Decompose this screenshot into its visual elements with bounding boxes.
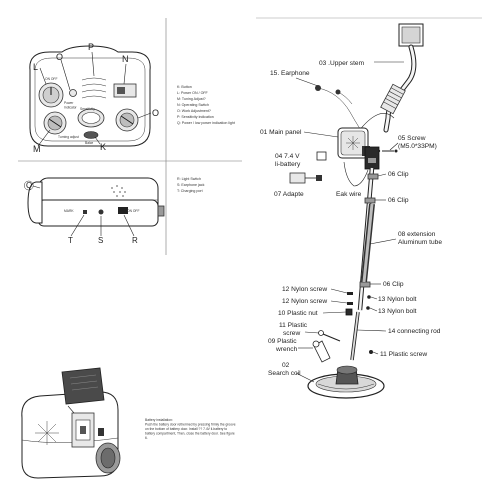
battery-door[interactable]: [61, 367, 105, 405]
legend-item: L: Power ON / OFF: [177, 91, 209, 95]
label-search-coil: Search coil: [268, 370, 301, 377]
arm-cuff: [398, 23, 424, 47]
letter-P: P: [88, 42, 94, 52]
work-adjustment-knob[interactable]: [115, 108, 139, 132]
turning-adjust-text: Turning adjust: [58, 135, 79, 139]
label-wrench-b: wrench: [275, 346, 298, 353]
legend-item: K: Button: [177, 85, 192, 89]
letter-S: S: [98, 236, 103, 245]
legend-item: Q: Power / low power indication light: [177, 121, 235, 125]
clip-low: [359, 281, 371, 288]
on-off-text: ON OFF: [45, 77, 57, 81]
nylon-screws: [347, 292, 371, 310]
speaker-grill: [81, 77, 107, 99]
legend-item: P: Sensitivity indication: [177, 115, 214, 119]
label-battery: 04 7.4 V: [275, 153, 300, 160]
label-connecting-rod: 14 connecting rod: [388, 328, 441, 335]
letter-R: R: [132, 236, 138, 245]
label-search-coil-num: 02: [282, 362, 290, 369]
legend-item: O: Work Adjustment?: [177, 109, 211, 113]
label-main-panel: 01 Main panel: [260, 129, 302, 136]
sensitivity-indicator: [77, 108, 105, 128]
charging-port[interactable]: [83, 210, 87, 214]
detector-parts: [289, 23, 424, 399]
label-plastic-screw-right: 11 Plastic screw: [380, 351, 427, 358]
power-indicator-light: [69, 89, 77, 97]
legend-item: M: Tuning Adjust?: [177, 97, 206, 101]
label-battery-2: li-battery: [275, 161, 301, 168]
letter-L: L: [33, 62, 38, 72]
label-nylon-bolt-2: 13 Nylon bolt: [378, 308, 417, 315]
li-battery: [316, 151, 327, 161]
label-plastic-screw-a: 11 Plastic: [279, 322, 308, 329]
adapter: [289, 172, 322, 184]
label-eak-wire: Eak wire: [336, 191, 362, 198]
label-nylon-screw-1: 12 Nylon screw: [282, 286, 327, 293]
handle-grip: [380, 83, 406, 115]
legend-item: R: Light Switch: [177, 177, 201, 181]
balance-text: Balce: [85, 141, 93, 145]
label-nylon-bolt-1: 13 Nylon bolt: [378, 296, 417, 303]
label-nylon-screw-2: 12 Nylon screw: [282, 298, 327, 305]
earphone-jack[interactable]: [98, 209, 104, 215]
connecting-rod: [350, 311, 360, 361]
battery-legend: R: Light Switch S: Earphone jack T: Char…: [177, 177, 205, 193]
search-coil: [307, 365, 385, 399]
screw-05: [377, 149, 398, 153]
light-switch[interactable]: [118, 207, 128, 214]
label-screw-05: 05 Screw: [398, 135, 426, 142]
panel-legend: K: Button L: Power ON / OFF M: Tuning Ad…: [177, 85, 235, 125]
on-off-switch-text: ON OFF: [127, 209, 139, 213]
battery-installation-figure: [21, 367, 121, 479]
mark-strip-text: MARK: [64, 209, 74, 213]
letter-O-top: O: [56, 52, 63, 62]
power-dial[interactable]: [38, 82, 64, 108]
part-labels: 03 .Upper stem 15. Earphone 01 Main pane…: [260, 60, 442, 383]
clip-mid: [364, 197, 376, 204]
plastic-screw-left: [318, 330, 341, 342]
installation-notes: Battery installation:Push the battery do…: [145, 418, 236, 440]
installation-text: Battery installation:Push the battery do…: [145, 418, 236, 440]
plastic-nut: [345, 308, 353, 316]
label-screw-05-spec: (M5.0*33PM): [398, 143, 437, 150]
letter-T: T: [68, 236, 73, 245]
label-earphone: 15. Earphone: [270, 70, 310, 77]
battery-box-figure: MARK ON OFF Q T S R: [23, 177, 165, 245]
legend-item: T: Charging port: [177, 189, 203, 193]
label-wrench-a: 09 Plastic: [268, 338, 297, 345]
label-clip-top: 06 Clip: [388, 171, 409, 178]
label-adapter: 07 Adapte: [274, 191, 304, 198]
label-plastic-nut: 10 Plastic nut: [278, 310, 318, 317]
letter-M: M: [33, 144, 41, 154]
label-upper-stem: 03 .Upper stem: [319, 60, 365, 67]
plastic-screw-right: [369, 350, 373, 354]
panel-button[interactable]: [83, 131, 99, 139]
letter-O-right: O: [152, 108, 159, 118]
plastic-wrench: [312, 340, 331, 363]
letter-Q: Q: [26, 181, 32, 190]
letter-N: N: [122, 54, 129, 64]
label-plastic-screw-b: screw: [283, 330, 300, 337]
label-extension-2: Aluminum tube: [398, 239, 442, 246]
clip-top: [367, 173, 379, 180]
label-clip-low: 06 Clip: [383, 281, 404, 288]
legend-item: N: Operating Switch: [177, 103, 209, 107]
sensitivity-text: Sensitivity: [80, 107, 95, 111]
tuning-adjust-knob[interactable]: [43, 111, 67, 135]
letter-K: K: [100, 142, 106, 152]
operating-switch[interactable]: [113, 83, 137, 98]
label-extension: 08 extension: [398, 231, 436, 238]
legend-item: S: Earphone jack: [177, 183, 205, 187]
label-clip-mid: 06 Clip: [388, 197, 409, 204]
